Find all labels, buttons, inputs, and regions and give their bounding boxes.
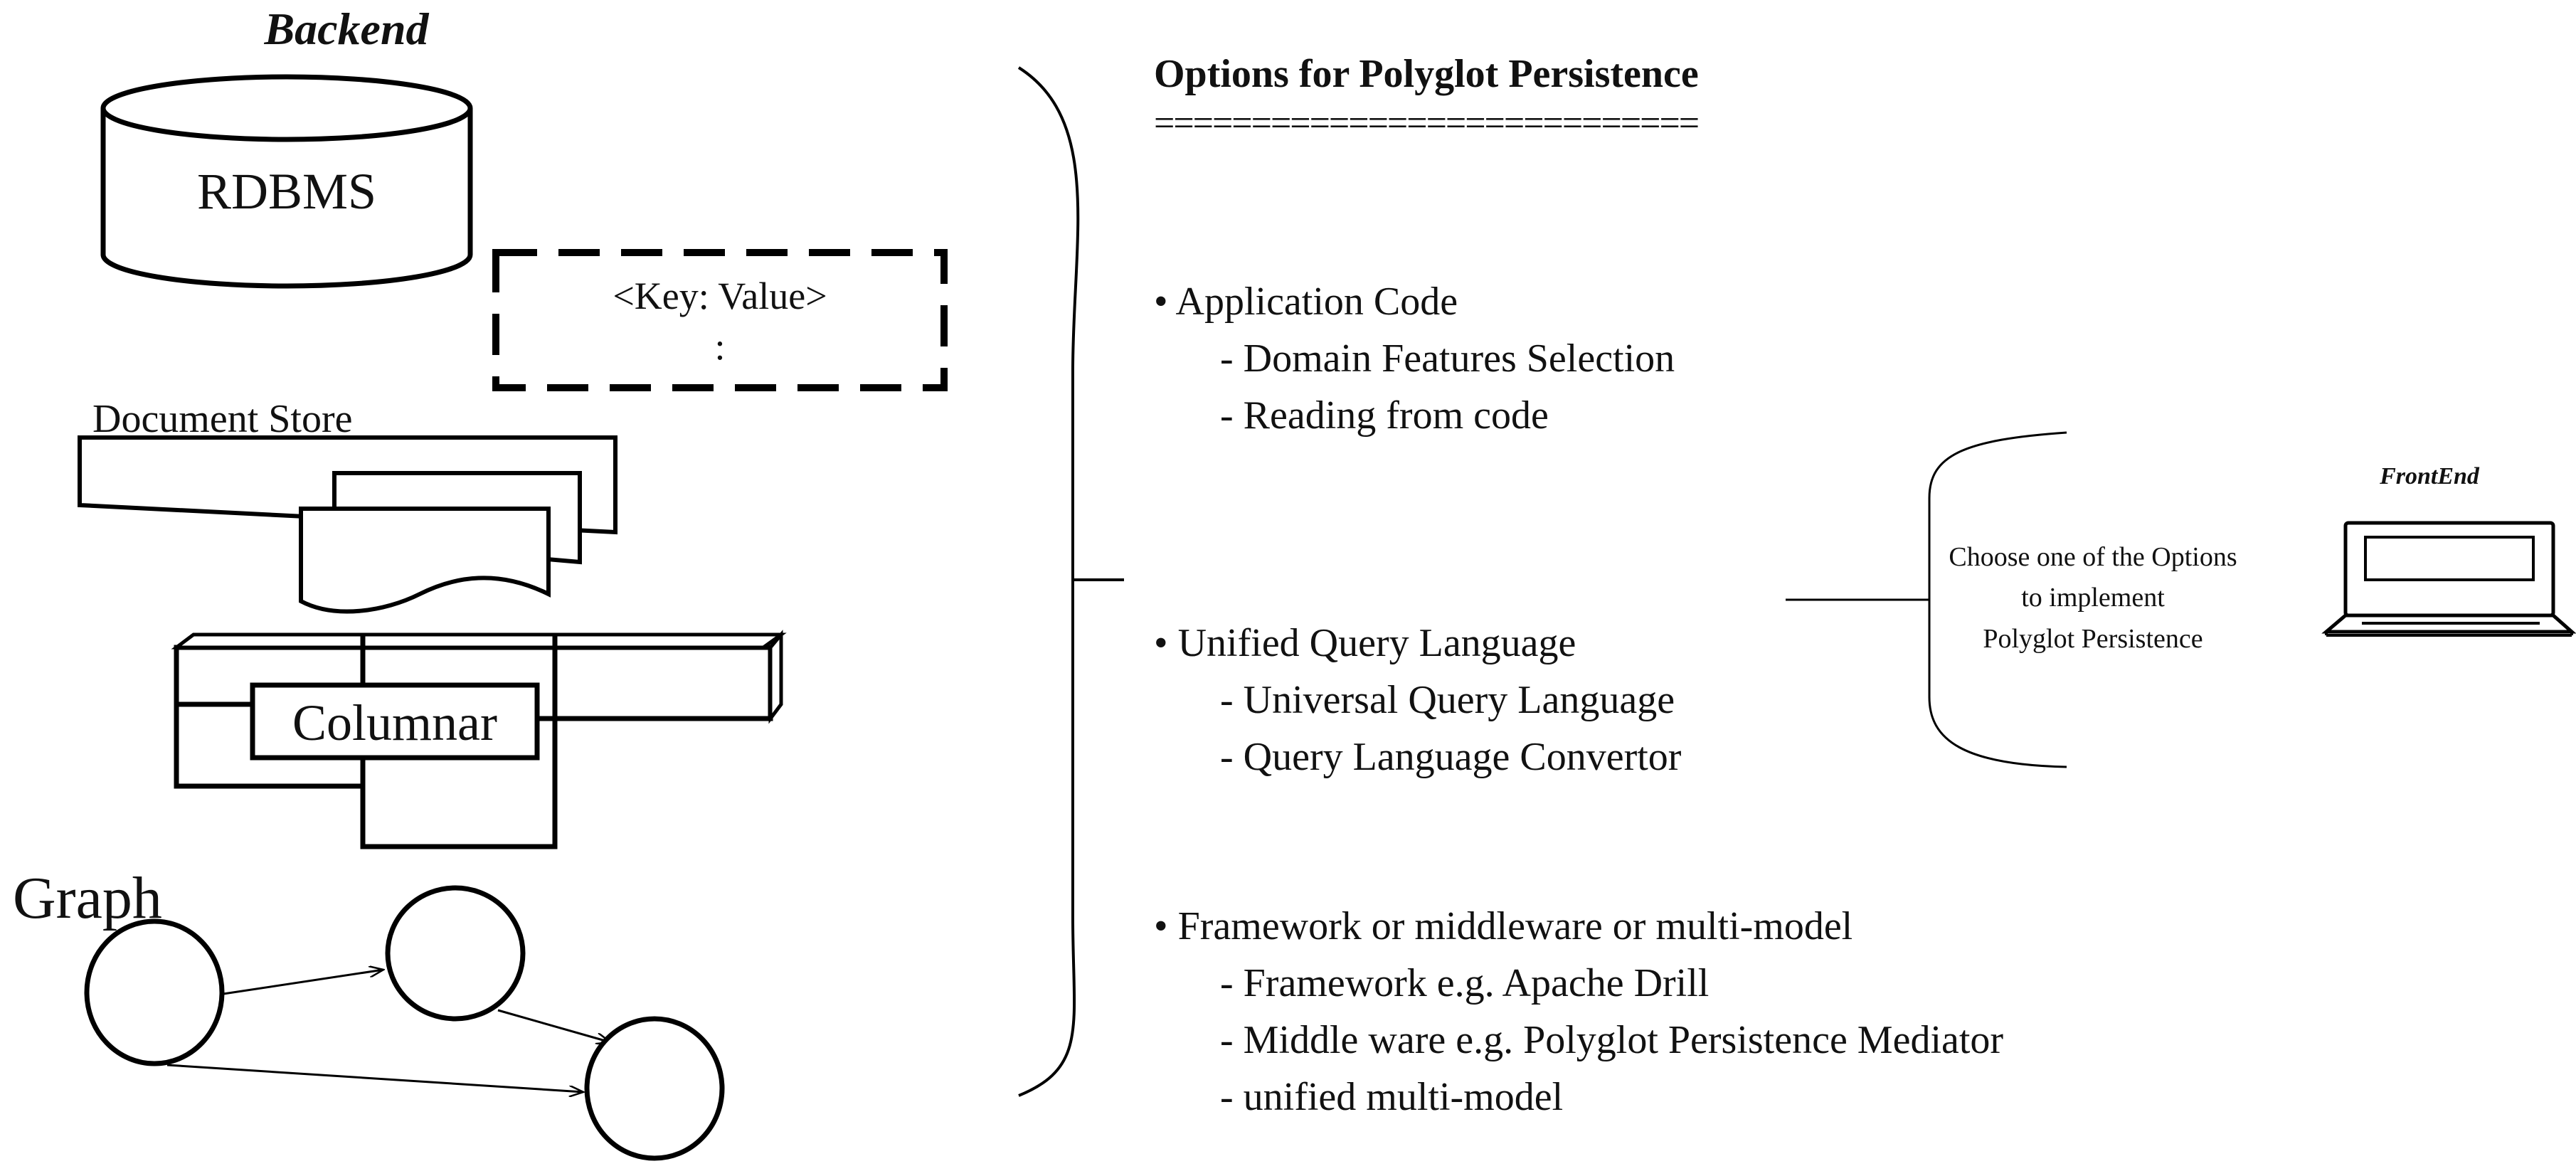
option-bullet: • Framework or middleware or multi-model: [1154, 904, 1853, 948]
option-group-application-code: • Application Code - Domain Features Sel…: [1154, 280, 1675, 438]
graph-icon: [84, 885, 725, 1161]
choice-bracket: [1786, 431, 2067, 768]
columnar-store-icon: [171, 630, 787, 849]
option-subitem: - Framework e.g. Apache Drill: [1220, 961, 1709, 1005]
key-value-label: <Key: Value>: [613, 275, 827, 317]
option-subitem: - Reading from code: [1220, 393, 1549, 438]
rdbms-database-icon: [100, 74, 473, 289]
option-subitem: - Domain Features Selection: [1220, 337, 1675, 381]
key-value-ellipsis: :: [714, 325, 725, 368]
option-subitem: - Middle ware e.g. Polyglot Persistence …: [1220, 1018, 2003, 1062]
option-bullet: • Unified Query Language: [1154, 621, 1576, 665]
option-bullet: • Application Code: [1154, 280, 1458, 324]
graph-label: Graph: [13, 865, 162, 931]
option-group-unified-query-language: • Unified Query Language - Universal Que…: [1154, 621, 1682, 779]
choice-text-line-2: to implement: [2021, 583, 2165, 613]
laptop-icon: [2321, 521, 2576, 637]
choice-text-line-3: Polyglot Persistence: [1983, 624, 2203, 654]
rdbms-label: RDBMS: [197, 163, 376, 220]
option-subitem: - Query Language Convertor: [1220, 735, 1682, 779]
key-value-store-box: [492, 249, 948, 391]
options-heading-underline: ============================: [1154, 103, 1698, 144]
option-group-framework: • Framework or middleware or multi-model…: [1154, 904, 2003, 1119]
option-subitem: - unified multi-model: [1220, 1075, 1563, 1119]
options-heading: Options for Polyglot Persistence: [1154, 52, 1699, 96]
backend-title: Backend: [263, 4, 429, 54]
choice-text-line-1: Choose one of the Options: [1949, 542, 2237, 572]
option-subitem: - Universal Query Language: [1220, 678, 1675, 722]
columnar-label: Columnar: [292, 694, 497, 751]
backend-bracket: [1017, 66, 1124, 1097]
document-store-icon: [78, 435, 618, 614]
document-store-label: Document Store: [92, 397, 352, 441]
frontend-label: FrontEnd: [2379, 463, 2480, 489]
